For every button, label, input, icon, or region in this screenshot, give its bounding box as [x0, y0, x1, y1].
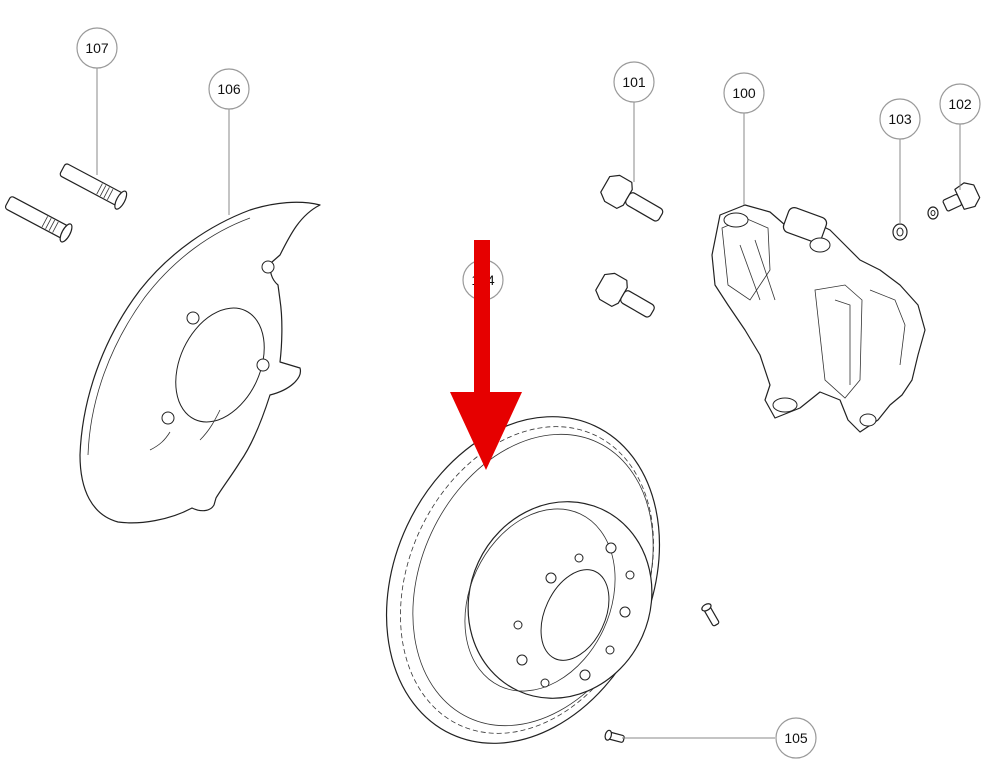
callout-106: 106	[208, 68, 250, 110]
brake-caliper-part-100	[711, 204, 926, 433]
callout-102: 102	[939, 83, 981, 125]
leader-lines	[96, 68, 961, 739]
bleeder-screw-part-102	[927, 182, 981, 220]
callout-107: 107	[76, 27, 118, 69]
callout-100: 100	[723, 72, 765, 114]
caliper-bolts-part-101	[595, 174, 664, 318]
red-pointer-arrow-icon	[450, 240, 522, 470]
callout-100-label: 100	[732, 85, 756, 101]
callout-105-label: 105	[784, 730, 808, 746]
callout-106-label: 106	[217, 81, 241, 97]
callout-107-label: 107	[85, 40, 109, 56]
callout-101: 101	[613, 61, 655, 103]
disc-retaining-screw	[701, 603, 720, 627]
screw-part-105	[604, 729, 625, 743]
brake-disc-part-104	[385, 416, 661, 744]
callout-103-label: 103	[888, 111, 912, 127]
callout-101-label: 101	[622, 74, 646, 90]
washer-part-103	[892, 223, 908, 241]
callout-102-label: 102	[948, 96, 972, 112]
callout-103: 103	[879, 98, 921, 140]
dust-shield-part-106	[79, 201, 321, 524]
wheel-studs-part-107	[4, 163, 128, 243]
callout-105: 105	[775, 717, 817, 759]
